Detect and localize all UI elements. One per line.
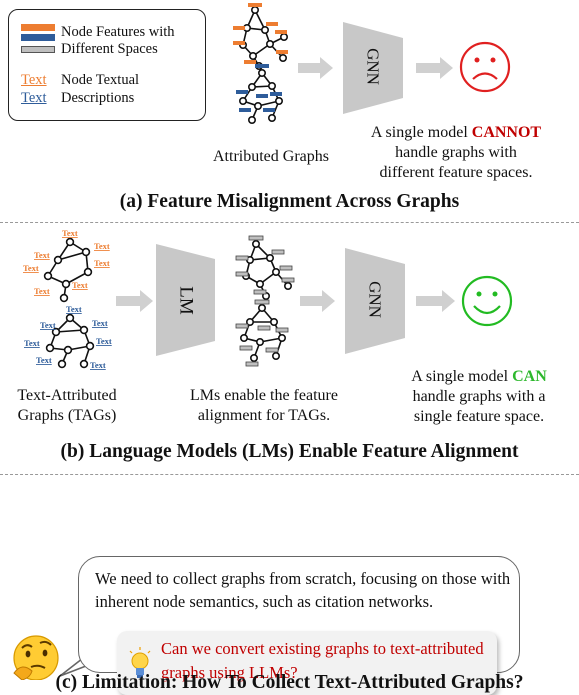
tags-label-2: Graphs (TAGs) — [17, 407, 117, 424]
graph-node-text: Text — [66, 304, 82, 314]
panel-b-result-line3: single feature space. — [413, 408, 545, 425]
legend-textual-label-2: Descriptions — [61, 90, 135, 106]
separator-2 — [0, 474, 579, 475]
sad-face-icon — [459, 41, 511, 93]
orange-text-labels: Text Text Text Text Text Text Text — [23, 228, 110, 296]
gray-feature-bars-1 — [235, 235, 295, 295]
panel-b-arrows — [116, 290, 455, 312]
panel-a-result-line2: handle graphs with — [395, 144, 517, 161]
legend-text-orange: Text — [21, 72, 47, 88]
graph-node-text: Text — [24, 338, 40, 348]
panel-b-result-line2: handle graphs with a — [412, 388, 546, 405]
question-box: Can we convert existing graphs to text-a… — [117, 631, 497, 695]
gray-feature-swatch — [21, 46, 55, 53]
orange-feature-bars — [233, 3, 288, 64]
legend-textual-label-1: Node Textual — [61, 72, 140, 88]
gray-feature-bars-2 — [235, 299, 289, 367]
graph-node-text: Text — [72, 280, 88, 290]
blue-feature-bars — [236, 64, 282, 112]
speech-bubble: We need to collect graphs from scratch, … — [78, 556, 520, 695]
gnn-label-b: GNN — [365, 281, 385, 318]
caption-a: (a) Feature Misalignment Across Graphs — [119, 191, 460, 212]
gnn-encoder-a — [343, 22, 403, 114]
orange-attributed-graph — [239, 6, 288, 70]
panel-b-result-line1: A single model CAN — [411, 368, 547, 385]
graph-node-text: Text — [94, 241, 110, 251]
graph-node-text: Text — [92, 318, 108, 328]
panel-b-graphics: Text Text Text Text Text Text Text Text … — [23, 228, 513, 370]
graph-node-text: Text — [36, 355, 52, 365]
blue-feature-swatch — [21, 34, 55, 41]
question-text: Can we convert existing graphs to text-a… — [161, 639, 484, 682]
legend-features-label-2: Different Spaces — [61, 41, 158, 57]
separator-1 — [0, 222, 579, 223]
align-label-2: alignment for TAGs. — [197, 407, 331, 424]
gnn-encoder-b — [345, 248, 405, 354]
panel-a-graphics — [233, 3, 511, 125]
orange-text-graph — [43, 237, 93, 303]
graph-node-text: Text — [90, 360, 106, 370]
caption-c: (c) Limitation: How To Collect Text-Attr… — [55, 672, 524, 693]
attributed-graphs-label: Attributed Graphs — [213, 148, 329, 165]
legend-box: Node Features with Different Spaces Text… — [8, 9, 206, 121]
statement-text: We need to collect graphs from scratch, … — [95, 569, 511, 611]
graph-node-text: Text — [40, 320, 56, 330]
gnn-label-a: GNN — [363, 48, 383, 85]
blue-text-labels: Text Text Text Text Text Text Text — [24, 304, 112, 370]
panel-a-result-line3: different feature spaces. — [379, 164, 533, 181]
lm-label: LM — [175, 286, 197, 315]
graph-node-text: Text — [34, 250, 50, 260]
legend-text-blue: Text — [21, 90, 47, 106]
tags-label-1: Text-Attributed — [17, 387, 117, 404]
panel-a-result-line1: A single model CANNOT — [370, 124, 542, 141]
legend-features-label-1: Node Features with — [61, 24, 175, 40]
graph-node-text: Text — [23, 263, 39, 273]
orange-feature-swatch — [21, 24, 55, 31]
graph-node-text: Text — [94, 258, 110, 268]
lightbulb-icon — [129, 647, 151, 678]
happy-face-icon — [461, 275, 513, 327]
graph-node-text: Text — [62, 228, 78, 238]
caption-b: (b) Language Models (LMs) Enable Feature… — [60, 441, 519, 462]
lm-encoder — [156, 244, 215, 356]
panel-a-arrows — [298, 57, 453, 79]
thinking-emoji-icon — [13, 635, 59, 680]
gray-aligned-graph-2 — [240, 304, 286, 363]
blue-text-graph — [45, 313, 95, 369]
graph-node-text: Text — [96, 336, 112, 346]
blue-attributed-graph — [239, 69, 283, 125]
graph-node-text: Text — [34, 286, 50, 296]
align-label-1: LMs enable the feature — [190, 387, 338, 404]
